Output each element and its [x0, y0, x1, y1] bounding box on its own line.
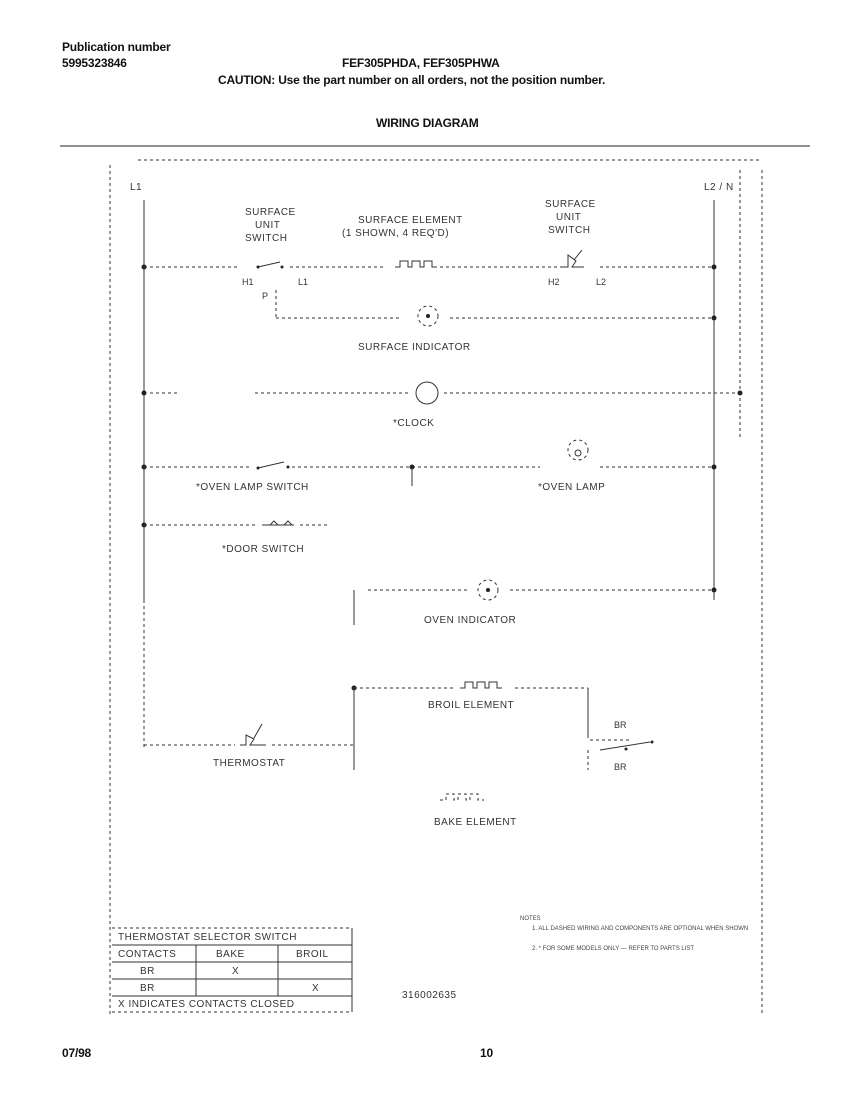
footer-date: 07/98 — [62, 1046, 92, 1060]
h1-label: H1 — [242, 277, 254, 287]
surface-switch-left-line1: SURFACE — [245, 207, 296, 218]
table-col-broil: BROIL — [296, 949, 329, 960]
notes-title: NOTES — [520, 916, 541, 922]
note-2: 2. * FOR SOME MODELS ONLY — REFER TO PAR… — [532, 946, 694, 952]
oven-indicator-lamp — [477, 579, 499, 601]
publication-label: Publication number — [62, 40, 171, 54]
caution-text: CAUTION: Use the part number on all orde… — [218, 73, 606, 87]
oven-lamp — [567, 439, 589, 461]
broil-element-label: BROIL ELEMENT — [428, 700, 514, 711]
thermostat — [240, 723, 266, 746]
l2-small-label: L2 — [596, 277, 606, 287]
oven-lamp-switch — [256, 461, 290, 470]
table-row2-label: BR — [140, 983, 155, 994]
h2-label: H2 — [548, 277, 560, 287]
table-row1-bake: X — [232, 966, 239, 977]
page-number: 10 — [480, 1046, 493, 1060]
surface-switch-right — [560, 249, 584, 268]
broil-element — [460, 681, 502, 689]
br-bottom-label: BR — [614, 762, 627, 772]
l2-n-label: L2 / N — [704, 182, 734, 193]
surface-element-qty: (1 SHOWN, 4 REQ'D) — [342, 228, 449, 239]
oven-lamp-label: *OVEN LAMP — [538, 482, 605, 493]
clock-label: *CLOCK — [393, 418, 434, 429]
diagram-part-number: 316002635 — [402, 990, 457, 1001]
surface-switch-left — [256, 261, 284, 269]
clock-motor — [415, 381, 439, 405]
selector-switch-table — [112, 927, 353, 1013]
table-title: THERMOSTAT SELECTOR SWITCH — [118, 932, 297, 943]
oven-lamp-switch-label: *OVEN LAMP SWITCH — [196, 482, 309, 493]
surface-switch-right-line1: SURFACE — [545, 199, 596, 210]
l1-small-label: L1 — [298, 277, 308, 287]
br-top-label: BR — [614, 720, 627, 730]
surface-switch-left-line3: SWITCH — [245, 233, 287, 244]
table-row1-label: BR — [140, 966, 155, 977]
surface-switch-right-line3: SWITCH — [548, 225, 590, 236]
door-switch-label: *DOOR SWITCH — [222, 544, 304, 555]
surface-switch-left-line2: UNIT — [255, 220, 280, 231]
table-row2-broil: X — [312, 983, 319, 994]
table-footnote: X INDICATES CONTACTS CLOSED — [118, 999, 294, 1010]
surface-indicator-lamp — [417, 305, 439, 327]
surface-switch-right-line2: UNIT — [556, 212, 581, 223]
publication-number: 5995323846 — [62, 56, 127, 70]
surface-element-label: SURFACE ELEMENT — [358, 215, 463, 226]
oven-indicator-label: OVEN INDICATOR — [424, 615, 516, 626]
surface-indicator-label: SURFACE INDICATOR — [358, 342, 471, 353]
section-title: WIRING DIAGRAM — [376, 116, 479, 130]
thermostat-label: THERMOSTAT — [213, 758, 285, 769]
door-switch — [262, 520, 294, 526]
p-label: P — [262, 291, 268, 301]
bake-element — [440, 793, 484, 801]
l1-label: L1 — [130, 182, 142, 193]
note-1: 1. ALL DASHED WIRING AND COMPONENTS ARE … — [532, 926, 748, 932]
table-col-bake: BAKE — [216, 949, 245, 960]
surface-element — [395, 260, 437, 268]
bake-element-label: BAKE ELEMENT — [434, 817, 517, 828]
model-numbers: FEF305PHDA, FEF305PHWA — [342, 56, 500, 70]
table-col-contacts: CONTACTS — [118, 949, 176, 960]
selector-switch — [599, 740, 654, 751]
